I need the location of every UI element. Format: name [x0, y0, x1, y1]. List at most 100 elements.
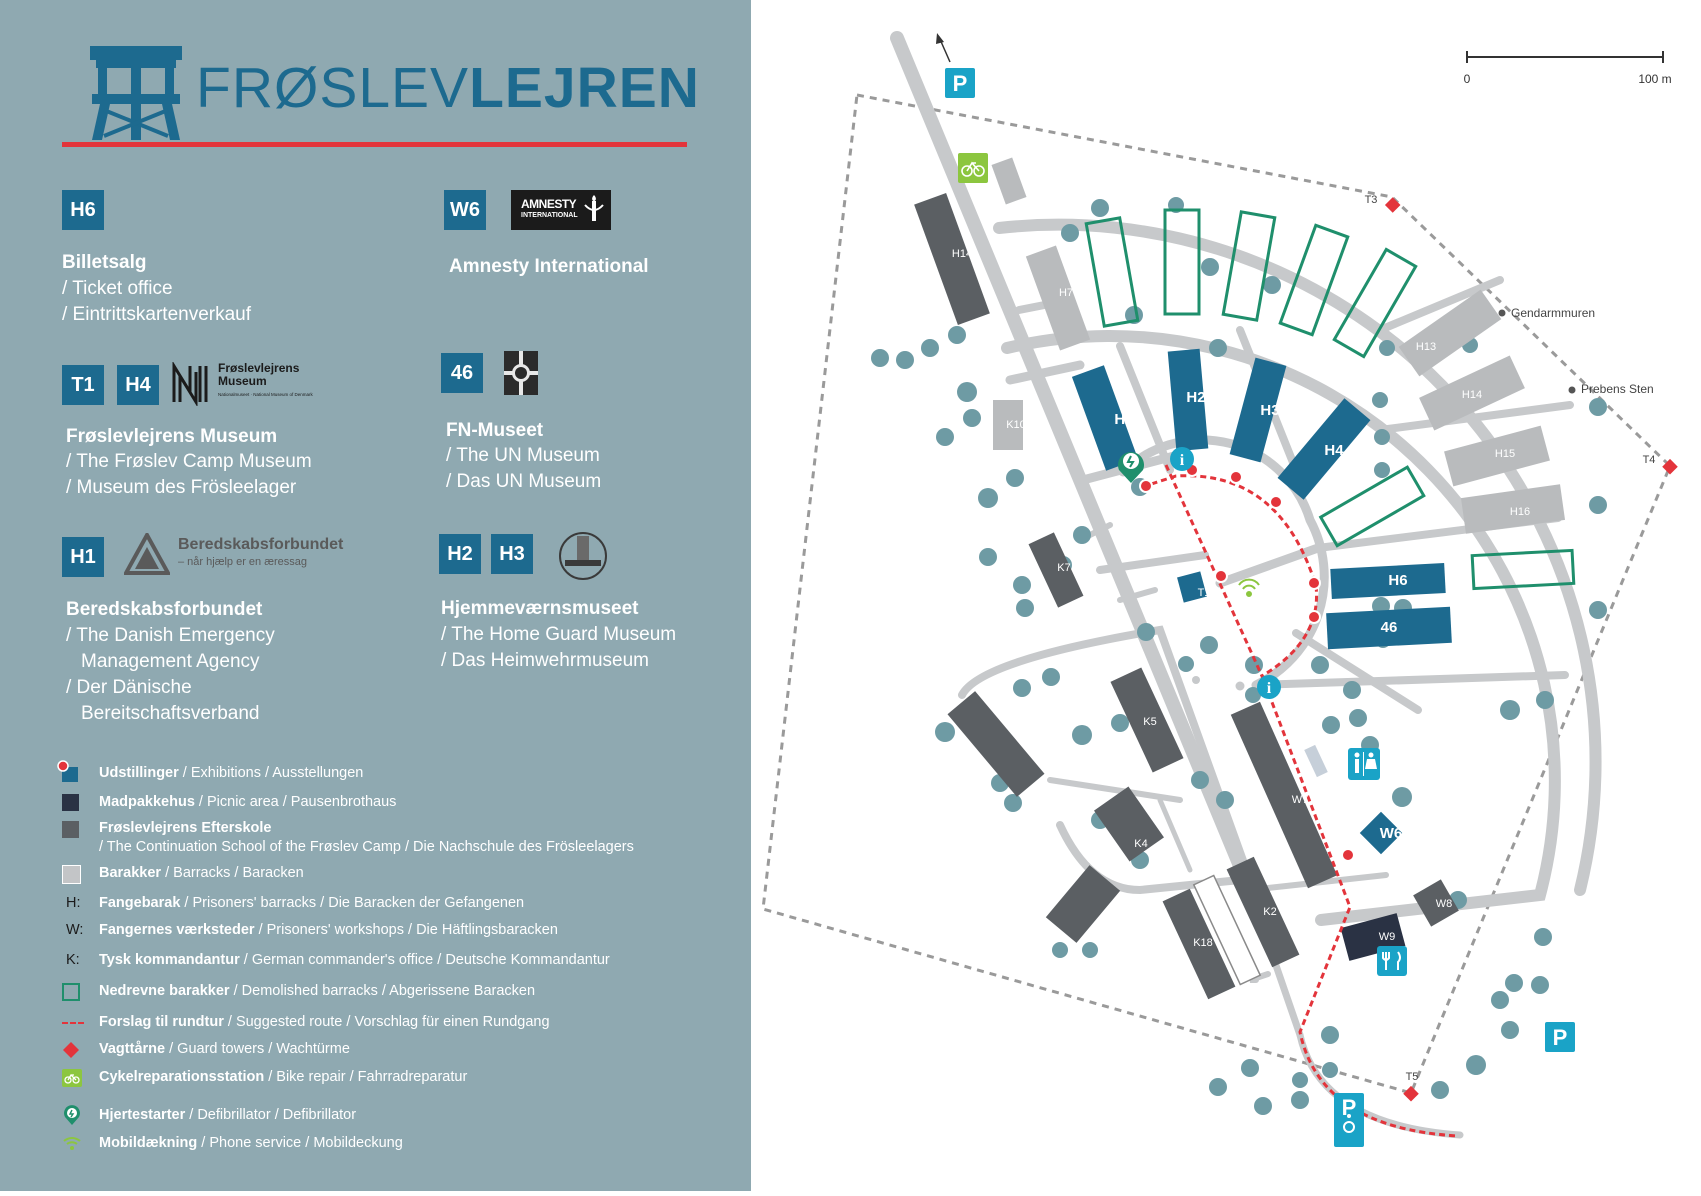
suggested-route [1141, 464, 1459, 1138]
building-label: T1 [1198, 587, 1211, 599]
legend-key: H: [66, 895, 81, 911]
legend-label: Fangernes værksteder [99, 922, 255, 938]
building-label: K7 [1057, 562, 1070, 574]
place-label: Prebens Sten [1581, 382, 1654, 396]
legend-label: Frøslevlejrens Efterskole [99, 820, 272, 836]
museum-line: / The Frøslev Camp Museum [66, 451, 312, 472]
info-icons: i i [1170, 447, 1281, 699]
building-label: K18 [1193, 937, 1213, 949]
building-label: K6 [1033, 746, 1046, 758]
legend-label: Forslag til rundtur [99, 1014, 224, 1030]
legend-translation: / Defibrillator / Defibrillator [185, 1107, 357, 1123]
parking-icons [945, 68, 1575, 1147]
legend-translation: / Barracks / Baracken [161, 865, 304, 881]
building-label: H1 [1114, 411, 1133, 428]
building-label: K10 [1006, 419, 1026, 431]
barracks-outline [1192, 874, 1262, 986]
un-museum-line: / Das UN Museum [446, 471, 602, 492]
code-badge-h1: H1 [62, 537, 104, 577]
emergency-agency-logo-text: Beredskabsforbundet [178, 536, 344, 553]
candle-icon [584, 195, 604, 221]
parking-label: P [1342, 1095, 1357, 1120]
trees [871, 197, 1607, 1115]
legend-label: Udstillinger [99, 765, 179, 781]
legend-label: Hjertestarter [99, 1107, 186, 1123]
legend-translation: / Guard towers / Wachtürme [165, 1041, 350, 1057]
parking-icon [1545, 1022, 1575, 1052]
building-label: W7 [1292, 794, 1309, 806]
legend-translation: / German commander's office / Deutsche K… [239, 952, 610, 968]
place-dot [1568, 386, 1576, 394]
building-label: W9 [1379, 931, 1396, 943]
emergency-agency-line: / Der Dänische [66, 677, 192, 698]
legend-label: Fangebarak [99, 895, 181, 911]
map-canvas: i i [761, 31, 1678, 1147]
restaurant-icon [1377, 946, 1407, 976]
place-label: Gendarmmuren [1511, 306, 1595, 320]
ticket-office-line: / Ticket office [62, 278, 173, 299]
legend-translation: / Prisoners' barracks / Die Baracken der… [180, 895, 525, 911]
amnesty-title: Amnesty International [449, 256, 649, 277]
legend-translation: / The Continuation School of the Frøslev… [99, 839, 634, 855]
building-label: H6 [1388, 572, 1407, 589]
wifi-icon [1238, 578, 1260, 597]
guard-tower-label: T3 [1365, 194, 1378, 206]
guard-tower-label: T5 [1406, 1071, 1419, 1083]
amnesty-logo: AMNESTY INTERNATIONAL [511, 190, 611, 230]
guard-tower-label: T4 [1643, 454, 1656, 466]
site-title-light: FRØSLEV [196, 56, 470, 120]
emergency-agency-logo-icon [124, 533, 170, 575]
building-label: H13 [1416, 341, 1436, 353]
emergency-agency-title: Beredskabsforbundet [66, 599, 263, 620]
wifi-icon [63, 1137, 81, 1150]
title-underline [62, 142, 687, 147]
legend-translation: / Picnic area / Pausenbrothaus [194, 794, 397, 810]
un-museum-line: / The UN Museum [446, 445, 600, 466]
museum-logo-line: Frøslevlejrens [218, 361, 300, 375]
legend-label: Vagttårne [99, 1041, 166, 1057]
building-label: H16 [1510, 506, 1530, 518]
building-label: H14 [1462, 389, 1482, 401]
svg-text:i: i [1267, 680, 1272, 697]
museum-logo-line: Museum [218, 374, 267, 388]
svg-text:i: i [1180, 452, 1185, 469]
home-guard-line: / The Home Guard Museum [441, 624, 677, 645]
school-buildings [914, 193, 1459, 1000]
legend-label: Tysk kommandantur [99, 952, 240, 968]
guard-tower-t4 [1662, 458, 1678, 475]
exhibition-buildings [1071, 348, 1452, 855]
building-label: H7 [1059, 287, 1073, 299]
map-labels: 0 100 m Gendarmmuren Prebens Sten P P P [953, 71, 1672, 1120]
legend-translation: / Suggested route / Vorschlag für einen … [223, 1014, 550, 1030]
guard-tower-icon [63, 1042, 79, 1058]
legend-label: Cykelreparationsstation [99, 1069, 265, 1085]
emergency-agency-logo-subtext: – når hjælp er en æressag [178, 556, 308, 568]
building-label: K5 [1143, 716, 1156, 728]
code-badge-w6: W6 [444, 190, 486, 230]
legend-translation: / Demolished barracks / Abgerissene Bara… [229, 983, 536, 999]
legend-label: Nedrevne barakker [99, 983, 230, 999]
building-label: H2 [1186, 389, 1205, 406]
home-guard-line: / Das Heimwehrmuseum [441, 650, 649, 671]
building-label: H15 [1495, 448, 1515, 460]
defib-icon [1118, 452, 1145, 483]
emergency-agency-line: Management Agency [81, 651, 260, 672]
watchtower-logo-icon [90, 46, 182, 140]
un-museum-logo-icon [504, 351, 538, 395]
legend-label: Barakker [99, 865, 162, 881]
guard-tower-t5 [1403, 1085, 1419, 1102]
code-badge-h2: H2 [439, 534, 481, 574]
museum-logo-subtext: Nationalmuseet · National Museum of Denm… [218, 392, 313, 397]
parking-label: P [953, 71, 968, 96]
legend-key: W: [66, 922, 84, 938]
home-guard-logo-icon [559, 532, 607, 580]
ticket-office-title: Billetsalg [62, 252, 147, 273]
legend-label: Mobildækning [99, 1135, 198, 1151]
legend-translation: / Phone service / Mobildeckung [197, 1135, 403, 1151]
demolished-swatch [62, 983, 80, 1001]
parking-label: P [1553, 1025, 1568, 1050]
building-label: K4 [1134, 838, 1147, 850]
legend-panel: FRØSLEVLEJREN H6 Billetsalg / Ticket off… [0, 0, 751, 1191]
scale-bar [1466, 51, 1664, 63]
bike-icon [62, 1069, 82, 1087]
